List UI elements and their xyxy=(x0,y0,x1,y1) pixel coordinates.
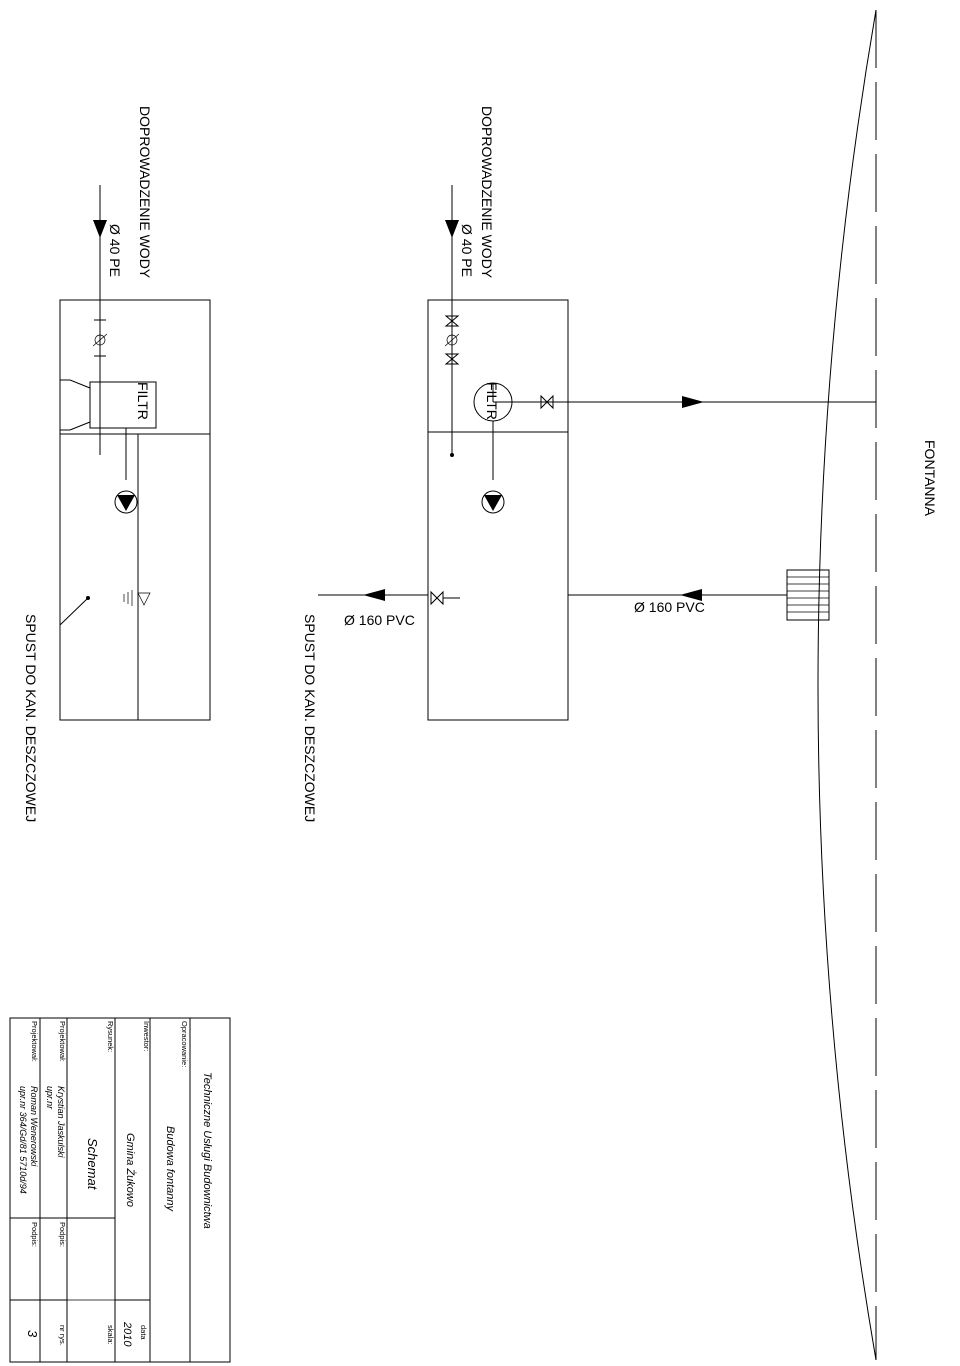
tb-opracowanie-value: Budowa fontanny xyxy=(164,1126,176,1213)
pump-left xyxy=(114,490,138,514)
fountain-label: FONTANNA xyxy=(922,440,938,517)
fountain-outline xyxy=(817,9,877,1361)
supply-pipe-right: Ø 40 PE xyxy=(459,224,475,277)
tb-data-label: data xyxy=(139,1325,148,1340)
pvc-pipe-upper: Ø 160 PVC xyxy=(634,599,705,615)
filter-label-left: FILTR xyxy=(135,382,151,420)
filter-left xyxy=(60,379,157,480)
tb-podpis-label: Podpis: xyxy=(58,1222,67,1247)
valve-pair-left xyxy=(92,314,108,362)
tb-company: Techniczne Usługi Budownictwa xyxy=(201,1072,213,1229)
return-pipe xyxy=(568,569,830,621)
valve-pair-right xyxy=(444,315,460,365)
tb-projektowal2-upr: upr.nr 364/Gd/81 5710d/94 xyxy=(18,1086,28,1194)
drain-label-left: SPUST DO KAN. DESZCZOWEJ xyxy=(23,614,39,822)
tb-projektowal2-label: Projektował: xyxy=(30,1021,39,1062)
tb-opracowanie-label: Opracowanie: xyxy=(180,1021,189,1067)
supply-pipe-left: Ø 40 PE xyxy=(107,224,123,277)
tb-rysunek-value: Schemat xyxy=(85,1138,100,1191)
supply-arrow-right xyxy=(445,185,459,457)
tb-projektowal2-name: Roman Wenerowski xyxy=(29,1086,39,1167)
tb-projektowal-upr: upr.nr xyxy=(45,1086,55,1110)
room-right xyxy=(427,299,569,721)
supply-title-left: DOPROWADZENIE WODY xyxy=(137,106,153,279)
tb-rysunek-label: Rysunek: xyxy=(106,1021,115,1052)
tb-projektowal-label: Projektował: xyxy=(58,1021,67,1062)
outflow-pipe xyxy=(492,383,876,410)
pvc-pipe-lower: Ø 160 PVC xyxy=(344,612,415,628)
tb-podpis2-label: Podpis: xyxy=(30,1222,39,1247)
pump-right xyxy=(481,490,505,514)
supply-title-right: DOPROWADZENIE WODY xyxy=(479,106,495,279)
tb-inwestor-label: Inwestor: xyxy=(142,1021,151,1051)
filter-label-right: FILTR xyxy=(484,382,500,420)
room-left xyxy=(59,299,211,721)
tb-projektowal-name: Krystian Jaskulski xyxy=(56,1086,66,1159)
water-level-symbol xyxy=(123,590,151,606)
tb-skala-label: skala: xyxy=(106,1325,115,1345)
drain-label-right: SPUST DO KAN. DESZCZOWEJ xyxy=(302,614,318,822)
tb-nr-rys-label: nr rys. xyxy=(58,1325,67,1346)
drain-pipe-right xyxy=(318,589,460,606)
tb-inwestor-value: Gmina Żukowo xyxy=(124,1133,136,1207)
title-block xyxy=(9,1017,231,1363)
tb-data-value: 2010 xyxy=(121,1321,133,1347)
drain-pipe-left xyxy=(59,596,90,626)
tb-nr-rys-value: 3 xyxy=(25,1330,40,1338)
